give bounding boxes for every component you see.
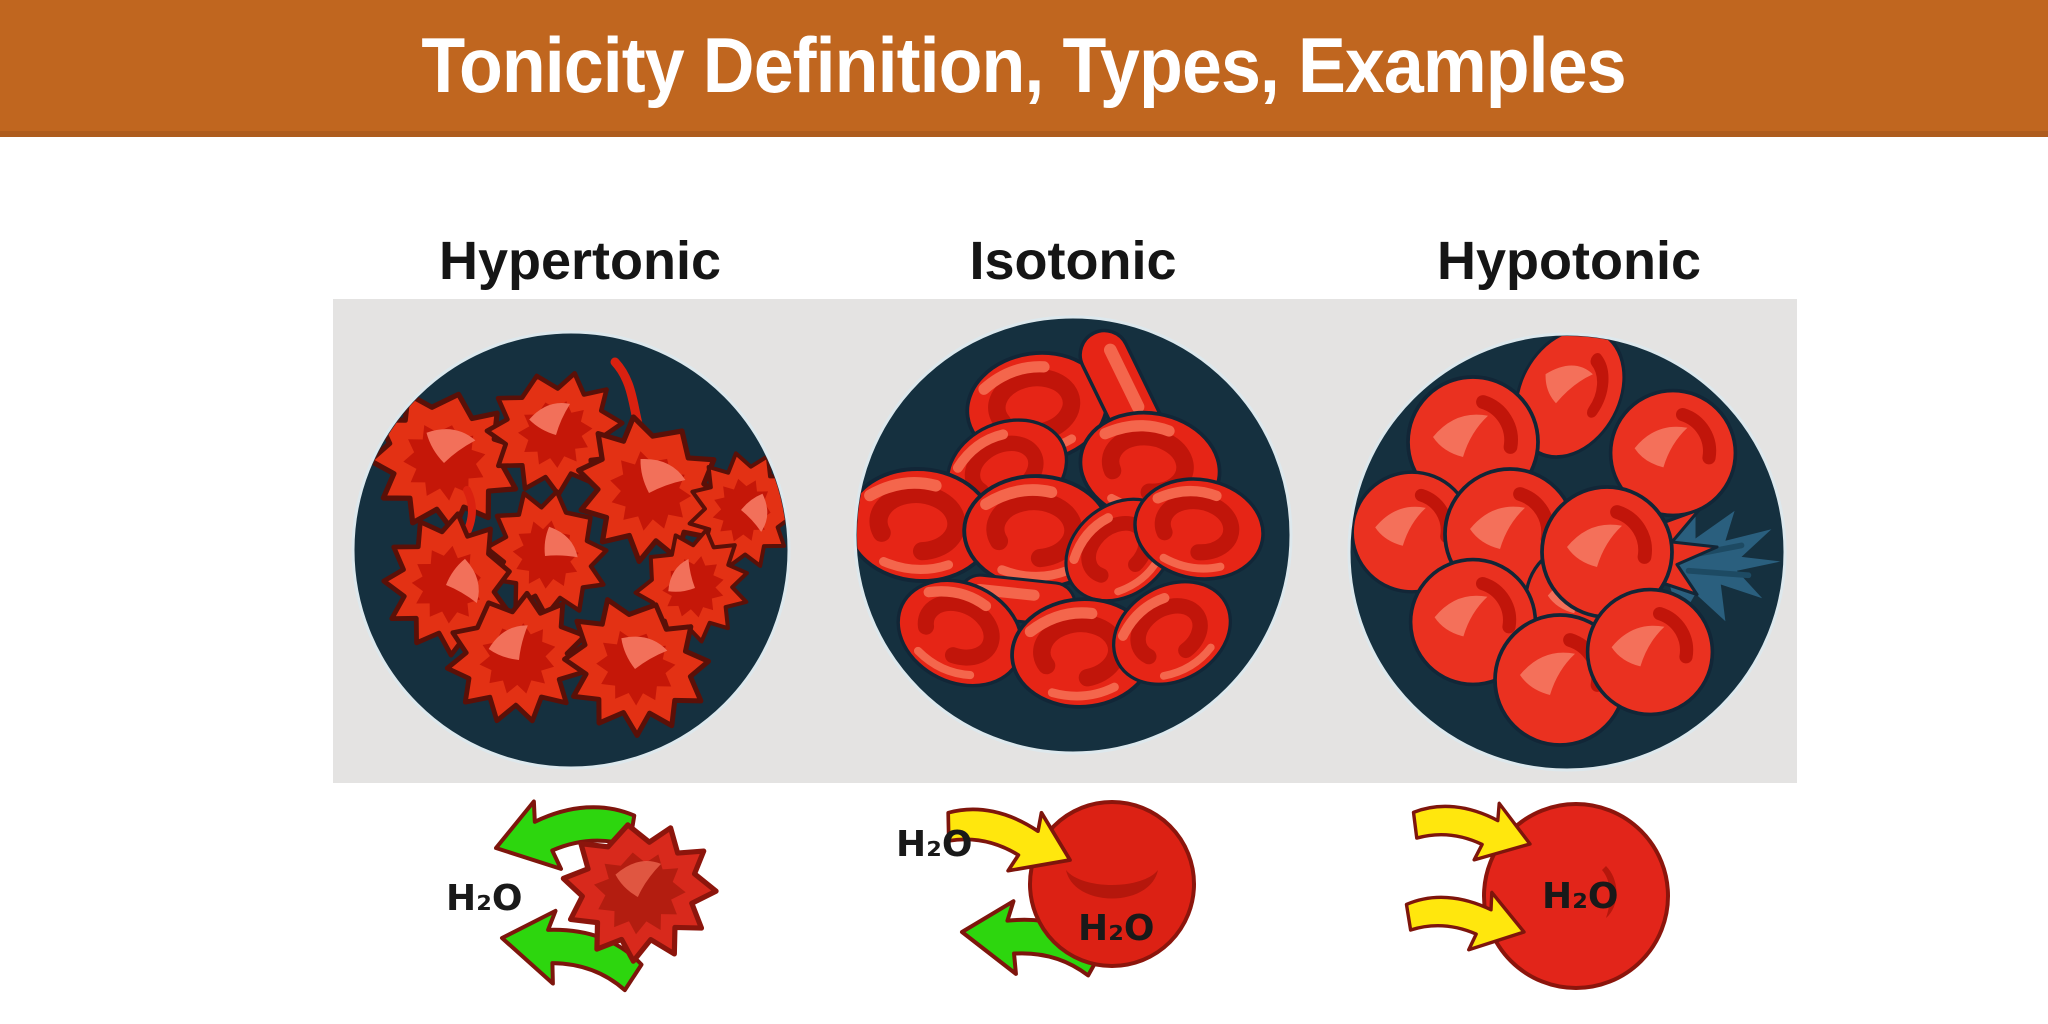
isotonic-water-flow-diagram: H₂O H₂O bbox=[896, 792, 1196, 1002]
h2o-label: H₂O bbox=[896, 824, 973, 865]
hypotonic-microscope-view bbox=[1347, 332, 1787, 772]
page-title: Tonicity Definition, Types, Examples bbox=[421, 21, 1627, 109]
h2o-label: H₂O bbox=[446, 878, 523, 919]
section-label-hypotonic: Hypotonic bbox=[1437, 231, 1701, 291]
title-banner: Tonicity Definition, Types, Examples bbox=[0, 0, 2048, 137]
swollen-cell bbox=[1482, 802, 1670, 990]
section-label-isotonic: Isotonic bbox=[969, 231, 1177, 291]
bursting-red-blood-cell bbox=[1540, 485, 1719, 619]
swollen-red-blood-cell bbox=[1588, 590, 1713, 715]
hypertonic-water-flow-diagram: H₂O bbox=[446, 810, 732, 980]
section-label-hypertonic: Hypertonic bbox=[438, 231, 722, 291]
hypertonic-microscope-view bbox=[351, 330, 791, 770]
h2o-label: H₂O bbox=[1078, 908, 1155, 949]
hypotonic-water-flow-diagram: H₂O bbox=[1390, 792, 1670, 990]
isotonic-microscope-view bbox=[853, 315, 1293, 755]
h2o-label: H₂O bbox=[1542, 876, 1619, 917]
normal-cell bbox=[1028, 800, 1196, 968]
